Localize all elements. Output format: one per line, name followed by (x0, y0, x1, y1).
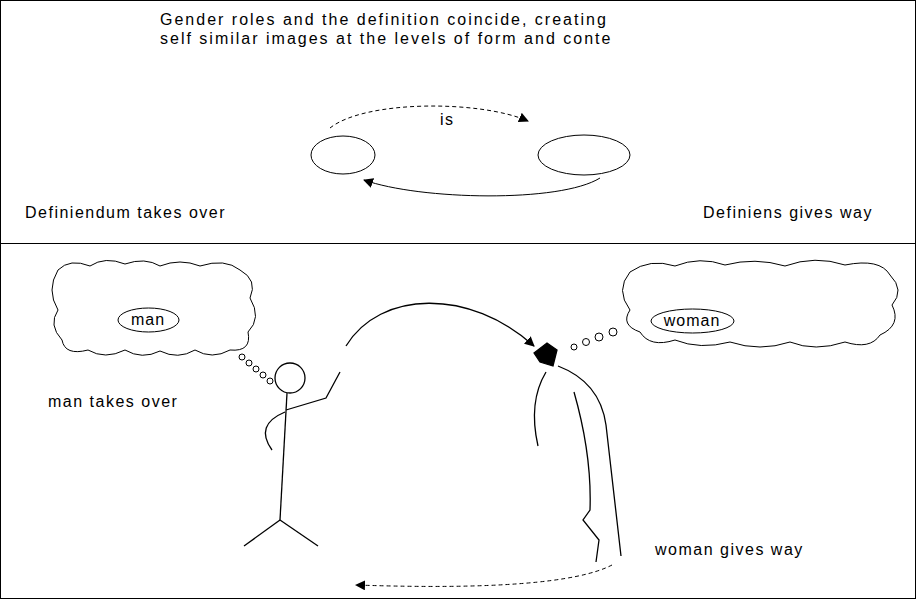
annotation-label: Definiendum takes over (25, 203, 226, 223)
node-text: woman (664, 312, 721, 330)
definiendum-ellipse (311, 136, 375, 174)
thought-ellipse: man (117, 307, 180, 333)
annotation-label: man takes over (48, 392, 178, 412)
annotation-label: woman gives way (655, 540, 804, 560)
ellipse-shape (118, 308, 179, 332)
solid-arrow (364, 178, 600, 196)
annotation-label: is (440, 110, 455, 130)
man-figure (244, 363, 340, 546)
thought-ellipse: woman (650, 308, 735, 334)
divider-line (0, 243, 916, 244)
dashed-arrow (356, 565, 612, 586)
thought-cloud (52, 260, 256, 355)
dashed-arrow (330, 106, 528, 128)
solid-arrow (346, 303, 534, 346)
woman-figure (534, 343, 621, 562)
thought-cloud (623, 260, 899, 347)
annotation-label: Definiens gives way (703, 203, 873, 223)
ellipse-shape (651, 309, 734, 333)
heading-text: Gender roles and the definition coincide… (160, 10, 630, 48)
definiens-ellipse (538, 135, 630, 175)
thought-dots (239, 328, 617, 384)
node-text: man (131, 311, 165, 329)
